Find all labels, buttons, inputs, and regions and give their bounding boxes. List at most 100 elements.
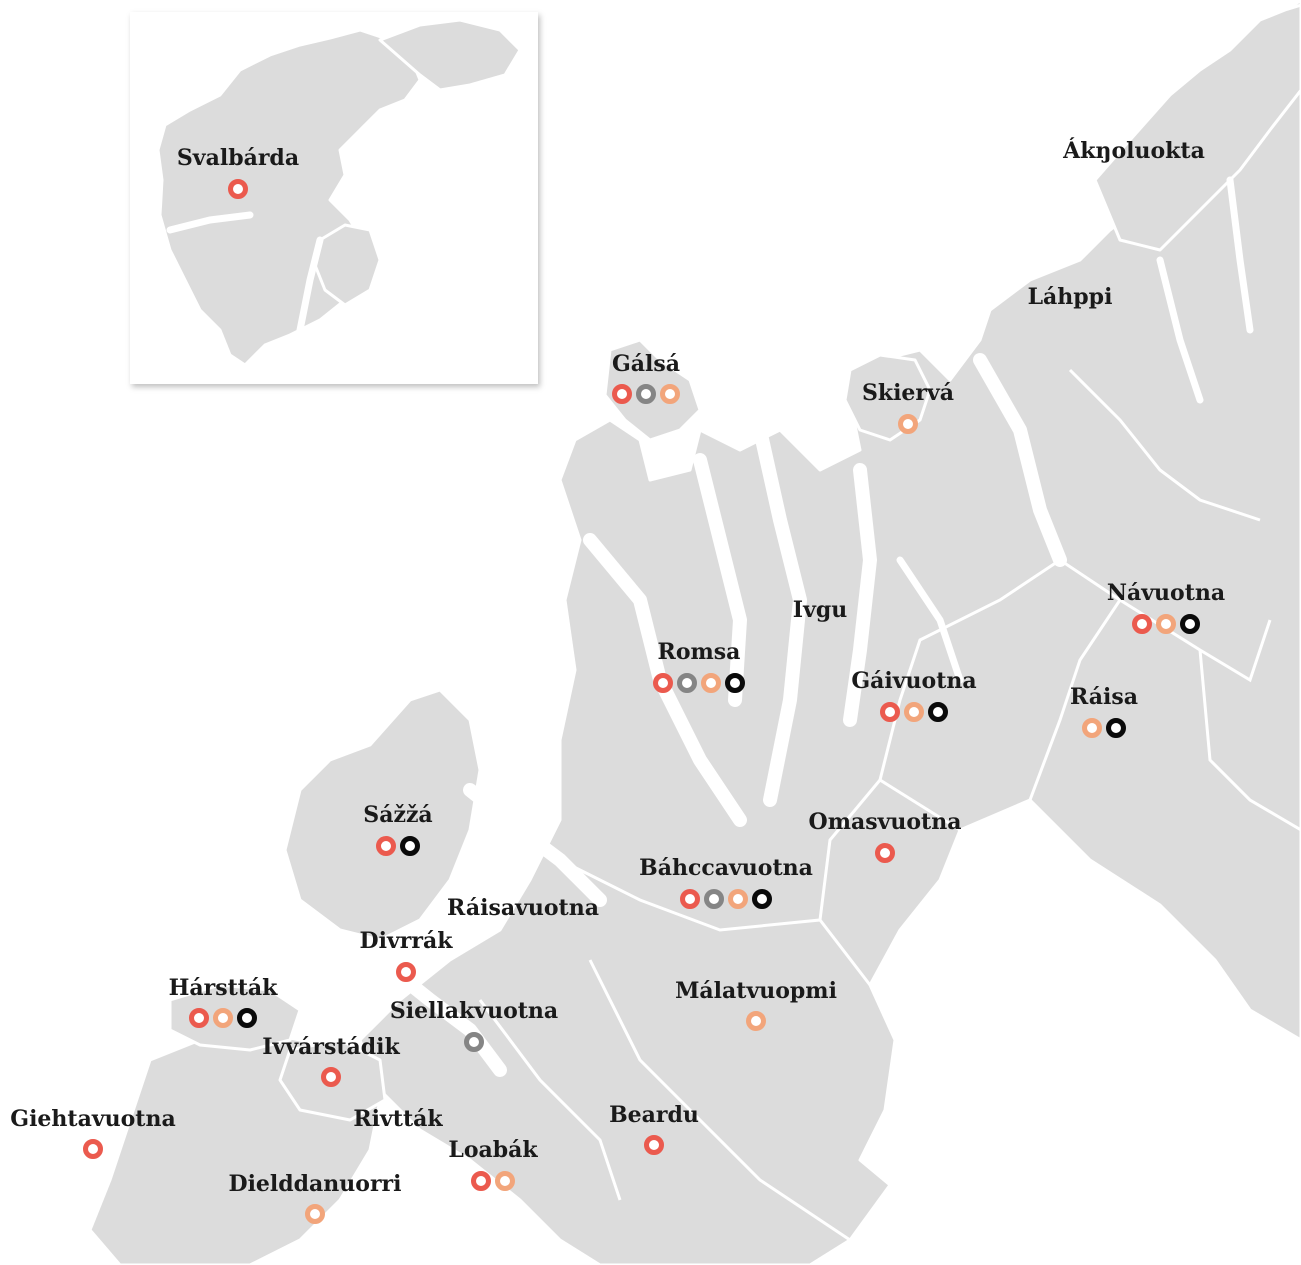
border-5: [1198, 649, 1301, 832]
border-3: [878, 558, 1272, 781]
place-label: Sážžá: [363, 802, 433, 828]
place-label: Návuotna: [1106, 580, 1226, 606]
marker-group: [471, 1171, 515, 1191]
place-label: Giehtavuotna: [10, 1106, 176, 1132]
place-label: Málatvuopmi: [675, 978, 837, 1004]
marker-group: [644, 1135, 664, 1155]
border-2: [818, 778, 961, 921]
marker-group: [83, 1139, 103, 1159]
gray-ring-marker-icon: [677, 673, 697, 693]
marker-group: [875, 843, 895, 863]
marker-group: [1132, 614, 1200, 634]
red-ring-marker-icon: [875, 843, 895, 863]
red-ring-marker-icon: [644, 1135, 664, 1155]
black-ring-marker-icon: [1180, 614, 1200, 634]
gray-ring-marker-icon: [704, 889, 724, 909]
gray-ring-marker-icon: [636, 384, 656, 404]
place-label: Hárstták: [168, 975, 278, 1001]
red-ring-marker-icon: [880, 702, 900, 722]
place-label: Ráisavuotna: [447, 895, 599, 921]
marker-group: [898, 414, 918, 434]
fjord-porsanger: [1156, 256, 1204, 404]
place-label: Beardu: [609, 1102, 699, 1128]
place-label: Svalbárda: [176, 145, 300, 171]
place-label: Ákŋoluokta: [1063, 138, 1205, 164]
place-label: Skiervá: [861, 380, 955, 406]
red-ring-marker-icon: [1132, 614, 1152, 634]
fjord-reisafjord: [896, 556, 964, 684]
marker-group: [880, 702, 948, 722]
marker-group: [321, 1067, 341, 1087]
gray-ring-marker-icon: [464, 1032, 484, 1052]
place-label: Romsa: [657, 639, 741, 665]
place-label: Dielddanuorri: [228, 1171, 402, 1197]
marker-group: [396, 962, 416, 982]
fjord-laksefjord: [1226, 176, 1254, 334]
harsttak-island: [168, 983, 302, 1052]
marker-group: [612, 384, 680, 404]
border-6: [588, 959, 851, 1242]
black-ring-marker-icon: [400, 836, 420, 856]
border-7: [478, 999, 622, 1201]
black-ring-marker-icon: [928, 702, 948, 722]
svalbard-landmass: [156, 28, 422, 367]
marker-group: [746, 1011, 766, 1031]
red-ring-marker-icon: [471, 1171, 491, 1191]
salmon-ring-marker-icon: [904, 702, 924, 722]
place-label: Siellakvuotna: [389, 998, 559, 1024]
salmon-ring-marker-icon: [213, 1008, 233, 1028]
salmon-ring-marker-icon: [701, 673, 721, 693]
marker-group: [464, 1032, 484, 1052]
marker-group: [653, 673, 745, 693]
red-ring-marker-icon: [189, 1008, 209, 1028]
nordaustlandet-landmass: [378, 18, 522, 92]
black-ring-marker-icon: [1106, 718, 1126, 738]
place-label: Ivvárstádik: [262, 1034, 400, 1060]
fjord-altafjord: [973, 353, 1067, 567]
salmon-ring-marker-icon: [728, 889, 748, 909]
marker-group: [376, 836, 420, 856]
fjord-lyngen: [753, 423, 807, 807]
svalbard-storfjord: [296, 236, 324, 334]
red-ring-marker-icon: [376, 836, 396, 856]
red-ring-marker-icon: [396, 962, 416, 982]
fjord-ullsfjord: [693, 453, 747, 707]
place-label: Omasvuotna: [808, 809, 962, 835]
place-label: Ivgu: [792, 597, 848, 623]
marker-group: [228, 179, 248, 199]
marker-group: [305, 1204, 325, 1224]
salmon-ring-marker-icon: [1082, 718, 1102, 738]
mainland-landmass: [358, 0, 1301, 1265]
place-label: Rivtták: [353, 1106, 443, 1132]
place-label: Gálsá: [611, 351, 681, 377]
black-ring-marker-icon: [237, 1008, 257, 1028]
red-ring-marker-icon: [228, 179, 248, 199]
black-ring-marker-icon: [752, 889, 772, 909]
edgeoya-landmass: [313, 223, 382, 307]
place-label: Báhccavuotna: [639, 855, 813, 881]
fjord-malangen: [463, 783, 607, 907]
salmon-ring-marker-icon: [305, 1204, 325, 1224]
place-label: Gáivuotna: [851, 668, 977, 694]
salmon-ring-marker-icon: [898, 414, 918, 434]
place-label: Divrrák: [359, 928, 453, 954]
fjord-kafjord: [843, 463, 877, 727]
place-label: Láhppi: [1027, 284, 1113, 310]
border-8: [1068, 368, 1261, 522]
red-ring-marker-icon: [83, 1139, 103, 1159]
red-ring-marker-icon: [321, 1067, 341, 1087]
black-ring-marker-icon: [725, 673, 745, 693]
border-1: [559, 858, 872, 986]
red-ring-marker-icon: [612, 384, 632, 404]
salmon-ring-marker-icon: [1156, 614, 1176, 634]
border-4: [1028, 599, 1122, 801]
marker-group: [189, 1008, 257, 1028]
salmon-ring-marker-icon: [495, 1171, 515, 1191]
marker-group: [680, 889, 772, 909]
place-label: Ráisa: [1069, 684, 1139, 710]
red-ring-marker-icon: [680, 889, 700, 909]
sazza-island: [283, 688, 482, 942]
svalbard-isfjord: [166, 211, 254, 234]
east-peninsula-landmass: [1093, 3, 1301, 252]
